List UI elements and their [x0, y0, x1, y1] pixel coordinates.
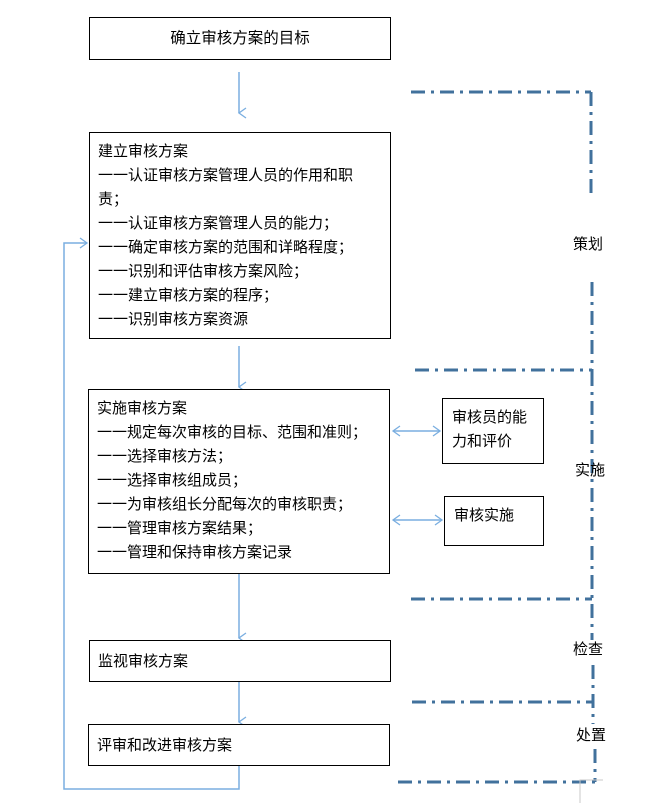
phase-label-plan: 策划	[573, 235, 604, 253]
competence-text: 审核员的能	[452, 408, 528, 426]
establish-program-box: 建立审核方案 一一认证审核方案管理人员的作用和职 责； 一一认证审核方案管理人员…	[89, 132, 391, 339]
implement-title: 实施审核方案	[97, 399, 188, 417]
establish-item: 一一建立审核方案的程序；	[98, 286, 279, 304]
implement-program-box: 实施审核方案 一一规定每次审核的目标、范围和准则； 一一选择审核方法； 一一选择…	[88, 389, 390, 574]
phase-label-do: 实施	[575, 461, 606, 479]
establish-item: 一一认证审核方案管理人员的作用和职	[98, 166, 354, 184]
establish-item: 责；	[98, 190, 129, 208]
establish-item: 一一识别审核方案资源	[98, 310, 249, 328]
implement-item: 一一选择审核组成员；	[97, 471, 248, 489]
review-text: 评审和改进审核方案	[97, 736, 233, 754]
auditor-competence-box: 审核员的能 力和评价	[442, 398, 544, 464]
phase-label-check: 检查	[573, 640, 604, 658]
establish-title: 建立审核方案	[98, 142, 189, 160]
goal-text: 确立审核方案的目标	[170, 29, 310, 47]
audit-execution-box: 审核实施	[444, 496, 544, 546]
phase-label-act: 处置	[576, 726, 607, 744]
implement-item: 一一选择审核方法；	[97, 447, 233, 465]
feedback-loop-arrow	[63, 237, 240, 790]
monitor-program-box: 监视审核方案	[89, 640, 391, 682]
implement-item: 一一规定每次审核的目标、范围和准则；	[97, 423, 368, 441]
competence-text: 力和评价	[452, 432, 513, 450]
establish-item: 一一识别和评估审核方案风险；	[98, 262, 309, 280]
establish-item: 一一确定审核方案的范围和详略程度；	[98, 238, 354, 256]
monitor-text: 监视审核方案	[98, 652, 189, 670]
goal-box: 确立审核方案的目标	[89, 17, 391, 60]
implement-item: 一一管理和保持审核方案记录	[97, 543, 293, 561]
review-improve-box: 评审和改进审核方案	[88, 724, 390, 766]
corner-mark	[579, 779, 603, 803]
implement-item: 一一为审核组长分配每次的审核职责；	[97, 495, 353, 513]
establish-item: 一一认证审核方案管理人员的能力；	[98, 214, 339, 232]
audit-exec-text: 审核实施	[454, 506, 515, 524]
implement-item: 一一管理审核方案结果；	[97, 519, 263, 537]
